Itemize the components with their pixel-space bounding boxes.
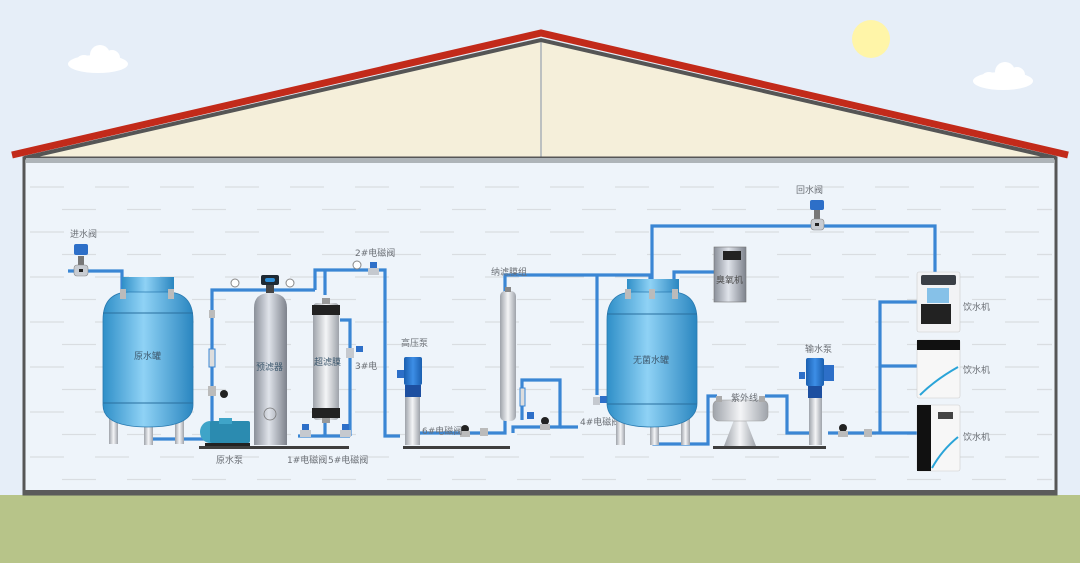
solenoid-valve-3-label: 3#电	[355, 360, 377, 372]
raw-water-pump-label: 原水泵	[216, 454, 243, 466]
manual-valve-icon[interactable]	[838, 424, 848, 437]
ground	[0, 495, 1080, 563]
solenoid-valve-1-label: 1#电磁阀	[287, 454, 327, 466]
return-valve-label: 回水阀	[796, 184, 823, 196]
pressure-gauge-icon	[352, 260, 362, 270]
ultrafiltration-membrane[interactable]	[312, 298, 340, 423]
solenoid-valve-2[interactable]	[368, 262, 379, 275]
check-valve-icon	[864, 429, 872, 437]
water-dispenser[interactable]	[916, 271, 961, 333]
delivery-pump[interactable]	[799, 358, 834, 445]
pressure-gauge-icon	[285, 278, 295, 288]
solenoid-valve-5-label: 5#电磁阀	[328, 454, 368, 466]
raw-line-instruments	[208, 310, 216, 396]
solenoid-valve-6-label: 6#电磁阀	[422, 425, 462, 437]
solenoid-valve-2-label: 2#电磁阀	[355, 247, 395, 259]
uv-sterilizer[interactable]	[712, 396, 769, 446]
raw-water-tank[interactable]	[102, 277, 194, 445]
water-dispenser[interactable]	[916, 339, 961, 399]
high-pressure-pump-label: 高压泵	[401, 337, 428, 349]
high-pressure-pump[interactable]	[397, 357, 422, 445]
cloud-icon	[973, 62, 1033, 90]
delivery-pump-label: 输水泵	[805, 343, 832, 355]
inlet-valve-label: 进水阀	[70, 228, 97, 240]
ozone-generator[interactable]	[713, 246, 747, 303]
pre-filter[interactable]	[254, 275, 287, 445]
solenoid-valve-6[interactable]	[480, 428, 488, 436]
sterile-water-tank[interactable]	[606, 279, 698, 445]
manual-valve-icon[interactable]	[220, 390, 228, 398]
pipes	[68, 224, 937, 446]
ceiling-beam	[26, 158, 1054, 163]
solenoid-valve-1[interactable]	[300, 424, 311, 437]
inlet-valve[interactable]	[73, 244, 89, 277]
return-valve[interactable]	[810, 200, 825, 231]
dispenser-1-label: 饮水机	[963, 301, 990, 313]
sun-icon	[852, 20, 890, 58]
nanofiltration-membrane-label: 纳滤膜组	[491, 266, 527, 278]
manual-valve-icon[interactable]	[460, 425, 470, 437]
floor-base	[23, 490, 1057, 495]
dispenser-2-label: 饮水机	[963, 364, 990, 376]
water-dispenser[interactable]	[916, 404, 961, 472]
nanofiltration-membrane[interactable]	[500, 287, 534, 421]
solenoid-valve-3[interactable]	[346, 346, 363, 358]
ozone-generator-label: 臭氧机	[716, 274, 743, 286]
dispenser-3-label: 饮水机	[963, 431, 990, 443]
uv-sterilizer-label: 紫外线	[731, 392, 758, 404]
equipment-bases	[199, 446, 826, 449]
cloud-icon	[68, 45, 128, 73]
ultrafiltration-membrane-label: 超滤膜	[314, 356, 341, 368]
manual-valve-icon[interactable]	[540, 417, 550, 430]
raw-water-pump[interactable]	[200, 418, 250, 446]
raw-water-tank-label: 原水罐	[134, 350, 161, 362]
solenoid-valve-4[interactable]	[593, 396, 607, 405]
sterile-water-tank-label: 无菌水罐	[633, 354, 669, 366]
pressure-gauge-icon	[230, 278, 240, 288]
roof-inner	[23, 37, 1057, 160]
pre-filter-label: 预滤器	[256, 361, 283, 373]
roof	[11, 29, 1069, 159]
solenoid-valve-4-label: 4#电磁阀	[580, 416, 620, 428]
solenoid-valve-5[interactable]	[340, 424, 351, 437]
attic	[24, 40, 1056, 158]
